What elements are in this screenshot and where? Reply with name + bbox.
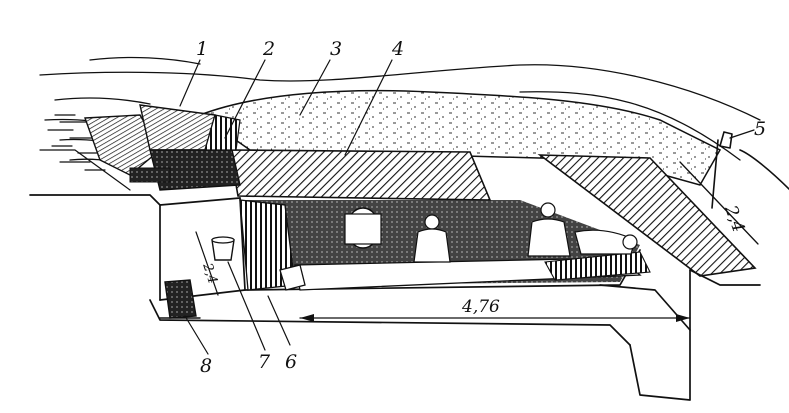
trench-outline (29, 194, 761, 401)
callout-3: 3 (330, 38, 342, 60)
bucket (211, 236, 235, 261)
callout-5: 5 (754, 118, 766, 140)
earth-mound (198, 89, 722, 186)
callout-6: 6 (285, 351, 297, 373)
vent-pipe (711, 131, 789, 209)
occupants (344, 202, 638, 263)
callout-8: 8 (200, 355, 212, 377)
length-dimension: 4,76 (299, 296, 691, 322)
callout-2: 2 (262, 38, 275, 60)
roof-cover-right (537, 154, 757, 277)
depth-dimension: 2,4 (195, 231, 220, 296)
callout-1: 1 (196, 38, 208, 60)
callout-4: 4 (391, 38, 404, 60)
length-dimension-text: 4,76 (461, 297, 500, 317)
step (279, 264, 306, 291)
callout-7: 7 (258, 351, 271, 373)
entrance-structure (84, 104, 241, 191)
bench-right (544, 251, 651, 281)
water-surface (39, 114, 131, 191)
drainage-sump (159, 279, 201, 319)
depth-dimension-text: 2,4 (199, 261, 220, 286)
roof-cover (229, 149, 492, 201)
leader-lines (179, 59, 755, 355)
